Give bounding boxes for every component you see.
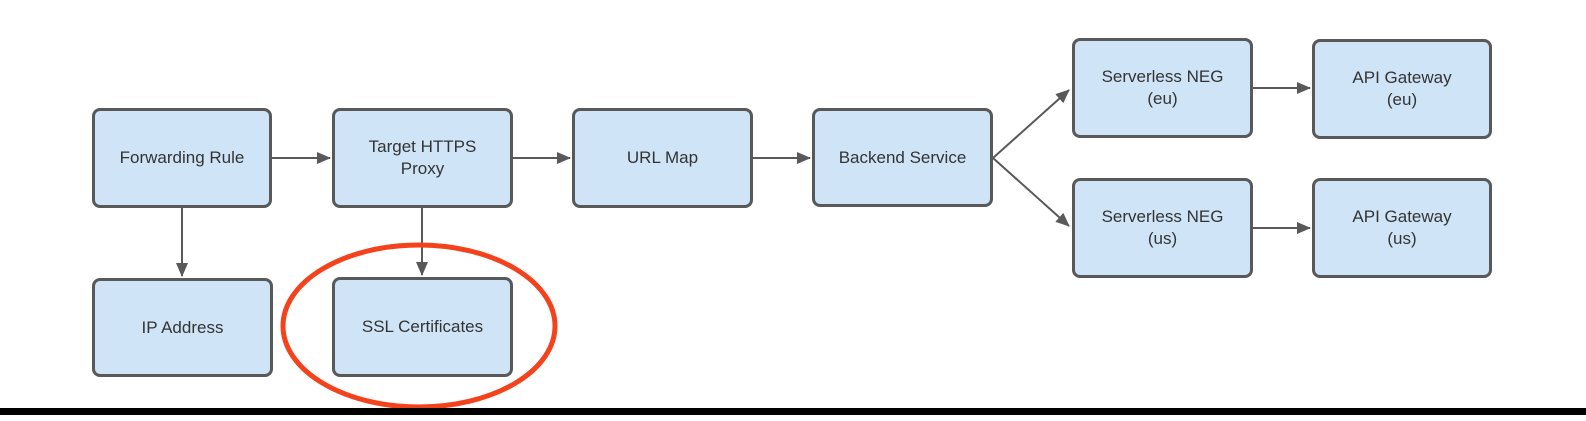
node-api-gateway-eu-label: API Gateway (eu) [1352,68,1452,109]
node-url-map: URL Map [572,108,753,208]
node-ssl-certificates-label: SSL Certificates [361,317,484,336]
node-backend-service-label: Backend Service [838,147,967,167]
node-ssl-certificates: SSL Certificates [332,277,513,377]
node-serverless-neg-us: Serverless NEG (us) [1072,178,1253,278]
node-api-gateway-us: API Gateway (us) [1312,178,1492,278]
edge-backend-service-to-serverless-neg-us [992,157,1070,227]
node-target-https-proxy-label: Target HTTPS Proxy [368,137,477,178]
edge-backend-service-to-serverless-neg-eu [992,89,1070,159]
node-forwarding-rule: Forwarding Rule [92,108,272,208]
node-ip-address: IP Address [92,278,273,377]
bottom-bar [0,408,1586,415]
node-serverless-neg-eu-label: Serverless NEG (eu) [1101,67,1224,108]
node-backend-service: Backend Service [812,108,993,207]
node-url-map-label: URL Map [626,148,699,167]
node-ip-address-label: IP Address [141,317,224,337]
node-target-https-proxy: Target HTTPS Proxy [332,108,513,208]
node-api-gateway-us-label: API Gateway (us) [1352,207,1452,248]
node-serverless-neg-us-label: Serverless NEG (us) [1101,207,1224,248]
node-forwarding-rule-label: Forwarding Rule [119,148,245,167]
node-serverless-neg-eu: Serverless NEG (eu) [1072,38,1253,138]
node-api-gateway-eu: API Gateway (eu) [1312,39,1492,139]
